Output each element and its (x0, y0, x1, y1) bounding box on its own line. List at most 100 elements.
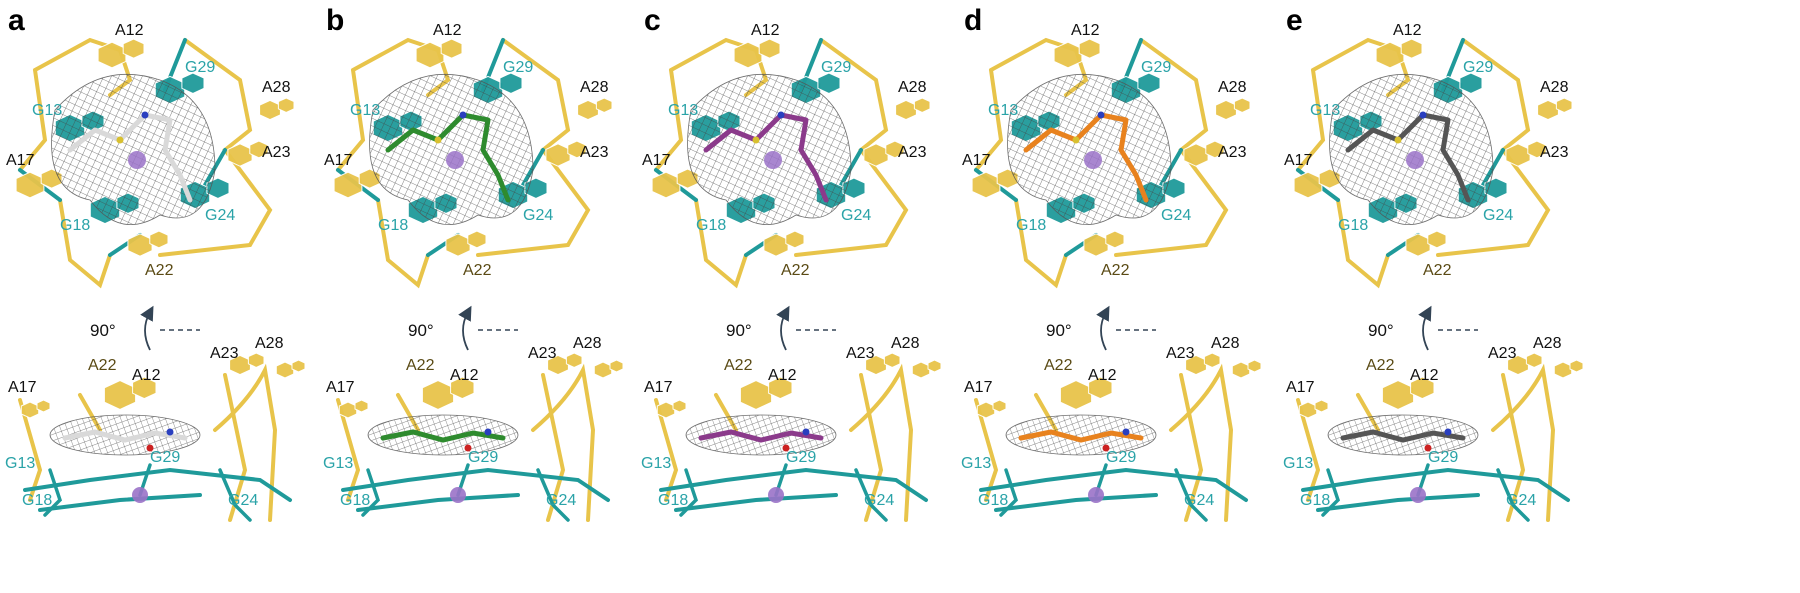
side-density-mesh (49, 414, 201, 456)
label-g29-side: G29 (1428, 449, 1458, 466)
base-a28-top-ring5 (913, 97, 931, 113)
base-a22-side (739, 376, 793, 410)
panel-letter-d: d (964, 4, 982, 37)
side-g-quartet (23, 467, 292, 512)
side-ligand-nitrogen (802, 428, 810, 436)
base-a17-side (20, 399, 51, 419)
base-a28-top (259, 97, 295, 121)
label-a22-top: A22 (1101, 262, 1130, 279)
base-a28-side-ring6 (593, 361, 613, 379)
base-a23-side-ring5 (1525, 352, 1543, 368)
base-a17-top-ring6 (651, 171, 681, 199)
side-ligand-nitrogen (166, 428, 174, 436)
label-g18-top: G18 (60, 217, 90, 234)
base-a22-top-ring5 (785, 230, 805, 249)
base-a12-top (1375, 38, 1423, 69)
base-g29-top-ring5 (181, 72, 205, 94)
label-a17-side: A17 (1286, 379, 1315, 396)
side-ligand-oxygen (464, 444, 472, 452)
rotation-label: 90° (408, 321, 434, 340)
base-g29-top-ring5 (1459, 72, 1483, 94)
side-ion (1410, 487, 1426, 503)
rotation-label: 90° (1046, 321, 1072, 340)
base-a17-side (1298, 399, 1329, 419)
base-a28-side-ring6 (911, 361, 931, 379)
label-g29-side: G29 (468, 449, 498, 466)
base-a23-side (865, 352, 901, 376)
rotation-indicator: 90° (726, 305, 836, 351)
rotation-indicator: 90° (1368, 305, 1478, 351)
side-ligand (380, 429, 506, 443)
top-ligand-sulfur (752, 136, 760, 144)
base-a22-side-ring5 (132, 376, 157, 400)
side-density-mesh (685, 414, 837, 456)
label-g13-top: G13 (350, 102, 380, 119)
label-a12-top: A12 (1071, 22, 1100, 39)
label-g18-top: G18 (378, 217, 408, 234)
side-ligand (62, 429, 188, 443)
base-a22-top-ring5 (1427, 230, 1447, 249)
label-a23-side: A23 (210, 345, 239, 362)
side-ion (132, 487, 148, 503)
label-a28-side: A28 (1211, 335, 1240, 352)
base-a23-top (1183, 140, 1225, 167)
top-density-mesh (1007, 73, 1172, 225)
base-a23-top-ring5 (249, 140, 269, 159)
label-a22-side: A22 (724, 357, 753, 374)
base-a22-top (127, 230, 169, 257)
top-ligand (385, 112, 511, 203)
base-a28-side-ring5 (1247, 359, 1262, 373)
label-a12-side: A12 (1410, 367, 1439, 384)
top-backbone (974, 37, 1229, 289)
base-a12-top (97, 38, 145, 69)
base-a12-top-ring5 (1400, 38, 1423, 59)
label-a22-side: A22 (1044, 357, 1073, 374)
side-ion (768, 487, 784, 503)
panel-letter-e: e (1286, 4, 1303, 37)
label-g29-side: G29 (150, 449, 180, 466)
base-a17-side (656, 399, 687, 419)
label-a22-top: A22 (781, 262, 810, 279)
label-a22-side: A22 (406, 357, 435, 374)
label-a12-side: A12 (132, 367, 161, 384)
base-a22-side-ring6 (1059, 380, 1093, 410)
base-a22-top-ring5 (149, 230, 169, 249)
base-a28-side-ring5 (927, 359, 942, 373)
label-g13-top: G13 (988, 102, 1018, 119)
label-g18-top: G18 (696, 217, 726, 234)
base-a22-top-ring5 (467, 230, 487, 249)
base-a17-side-ring6 (656, 401, 676, 419)
label-g24-side: G24 (228, 492, 258, 509)
base-a28-side-ring5 (609, 359, 624, 373)
top-ligand (1023, 112, 1149, 203)
label-a28-side: A28 (891, 335, 920, 352)
label-g18-side: G18 (658, 492, 688, 509)
label-a17-top: A17 (1284, 152, 1313, 169)
base-g29-top-ring5 (817, 72, 841, 94)
label-a23-top: A23 (262, 144, 291, 161)
rotation-indicator: 90° (90, 305, 200, 351)
base-a12-top-ring5 (440, 38, 463, 59)
base-a22-top-ring6 (445, 233, 471, 257)
base-a28-side-ring6 (1231, 361, 1251, 379)
base-a22-top (1083, 230, 1125, 257)
top-ion (128, 151, 146, 169)
side-g-quartet (341, 467, 610, 512)
base-a12-top (733, 38, 781, 69)
top-ion (764, 151, 782, 169)
label-g29-side: G29 (1106, 449, 1136, 466)
base-a23-top (1505, 140, 1547, 167)
rotation-indicator: 90° (408, 305, 518, 351)
side-ligand (1340, 429, 1466, 443)
top-ligand-nitrogen (1097, 111, 1105, 119)
label-g18-side: G18 (22, 492, 52, 509)
base-a23-top (227, 140, 269, 167)
top-density-mesh (51, 73, 216, 225)
side-g-quartet (659, 467, 928, 512)
base-a17-top-ring6 (333, 171, 363, 199)
base-a28-top-ring5 (595, 97, 613, 113)
base-a17-side-ring6 (338, 401, 358, 419)
label-a28-top: A28 (1540, 79, 1569, 96)
